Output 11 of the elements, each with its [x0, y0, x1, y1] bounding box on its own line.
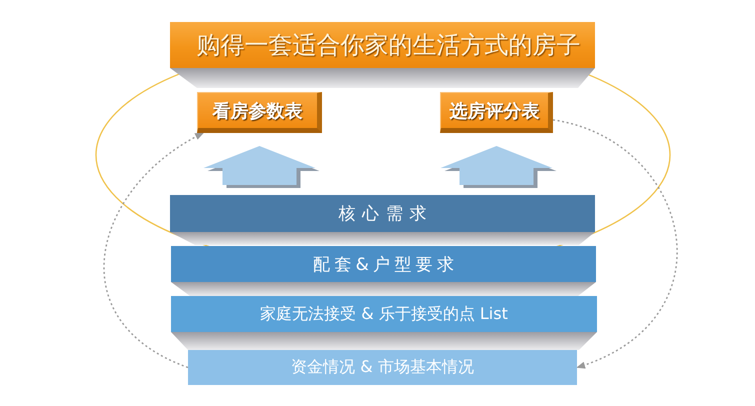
goal-banner: 购得一套适合你家的生活方式的房子 — [170, 22, 595, 68]
block-arrow — [440, 146, 552, 185]
label-box: 看房参数表 — [197, 92, 322, 133]
label-box: 选房评分表 — [440, 92, 553, 133]
layer-bar: 资金情况 & 市场基本情况 — [188, 350, 577, 385]
cycle-arrow — [552, 119, 678, 368]
layer-bar: 核心需求 — [170, 195, 595, 232]
cycle-arrow — [104, 132, 204, 368]
block-arrow — [204, 146, 316, 185]
layer-bar: 家庭无法接受 & 乐于接受的点 List — [171, 296, 597, 332]
layer-bar: 配套&户型要求 — [171, 246, 596, 282]
